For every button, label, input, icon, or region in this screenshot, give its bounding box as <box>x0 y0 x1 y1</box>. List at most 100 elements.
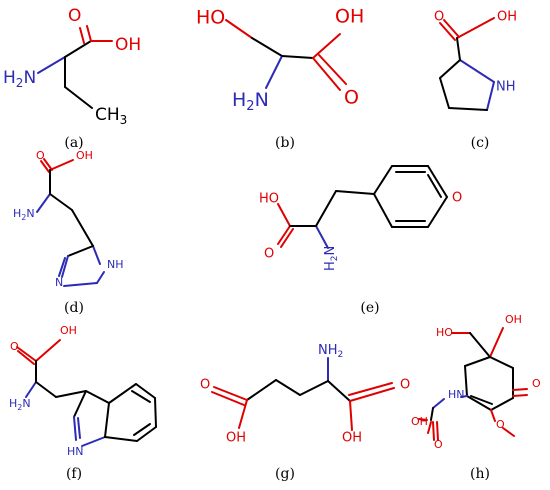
bond <box>131 390 151 403</box>
bond <box>470 395 493 405</box>
atom-label: H2N <box>3 68 36 90</box>
bond <box>489 356 514 369</box>
bond <box>79 27 85 44</box>
bond <box>469 332 491 358</box>
bond <box>133 423 151 436</box>
bond <box>318 54 347 85</box>
bond <box>108 383 137 404</box>
bond <box>73 416 77 441</box>
bond <box>58 257 66 277</box>
bond <box>432 421 435 441</box>
bond <box>238 399 248 429</box>
bond <box>96 271 105 284</box>
bond <box>81 436 106 447</box>
atom-label: OH <box>60 324 77 337</box>
bond <box>49 193 73 211</box>
panel-caption-c: (c) <box>471 135 490 151</box>
bond <box>40 160 50 173</box>
bond <box>77 417 81 439</box>
bond <box>312 57 341 91</box>
bond <box>299 380 329 396</box>
atom-label: O <box>264 247 274 262</box>
panel-caption-d: (d) <box>64 300 84 316</box>
panel-caption-e: (e) <box>360 300 379 316</box>
bond <box>86 25 92 42</box>
atom-label: HN <box>67 445 84 458</box>
bond <box>489 327 504 358</box>
bond <box>315 190 337 227</box>
bond <box>335 190 375 195</box>
bond <box>277 203 291 227</box>
bond <box>373 193 393 228</box>
bond <box>427 174 442 198</box>
bond <box>63 282 98 287</box>
atom-label: O <box>452 191 462 206</box>
bond <box>92 245 101 265</box>
atom-label: HO <box>436 326 453 339</box>
bond <box>439 22 456 41</box>
bond <box>348 382 393 396</box>
bond <box>448 107 488 111</box>
bond <box>443 19 460 38</box>
bond <box>327 380 351 402</box>
bond <box>71 209 94 247</box>
bond <box>459 59 495 83</box>
atom-label: N <box>55 276 63 289</box>
atom-label: HN <box>448 388 465 401</box>
bond <box>490 409 496 422</box>
atom-label: O <box>36 149 45 162</box>
bond <box>466 395 492 411</box>
bond <box>456 37 461 61</box>
bond <box>464 365 468 397</box>
bond <box>37 56 66 74</box>
bond <box>490 397 514 411</box>
atom-label: OH <box>342 431 362 446</box>
atom-label: H2N <box>9 397 31 412</box>
panel-caption-b: (b) <box>275 135 295 151</box>
bond <box>64 40 92 58</box>
atom-label: OH <box>226 431 246 446</box>
atom-label: H2N <box>232 89 269 114</box>
bond <box>312 33 341 59</box>
atom-label: O <box>200 378 210 393</box>
bond <box>277 225 291 245</box>
bond <box>373 165 393 195</box>
bond <box>460 395 468 398</box>
bond <box>432 398 445 409</box>
bond <box>275 379 301 396</box>
panel-caption-g: (g) <box>275 466 295 482</box>
atom-label: NH <box>107 258 124 271</box>
atom-label: O <box>496 418 505 431</box>
bond <box>225 19 253 39</box>
bond <box>315 225 329 249</box>
bond <box>85 390 110 404</box>
atom-label: OH <box>335 6 364 28</box>
bond <box>17 350 35 365</box>
bond <box>213 386 248 401</box>
bond <box>436 421 439 441</box>
bond <box>104 436 138 442</box>
atom-label: O <box>68 6 81 26</box>
bond <box>251 37 283 57</box>
bond <box>64 86 93 109</box>
bond <box>36 193 51 213</box>
bond <box>280 228 294 248</box>
bond <box>49 159 74 171</box>
atom-label: CH3 <box>95 105 127 127</box>
bond <box>136 426 157 442</box>
bond <box>512 388 528 391</box>
atom-label: HO <box>259 192 279 207</box>
bond <box>430 407 434 421</box>
panel-caption-h: (h) <box>470 466 490 482</box>
atom-label: NH <box>496 80 516 95</box>
bond <box>246 379 277 401</box>
bond <box>16 346 37 362</box>
bond <box>35 381 57 398</box>
bond <box>55 390 87 398</box>
